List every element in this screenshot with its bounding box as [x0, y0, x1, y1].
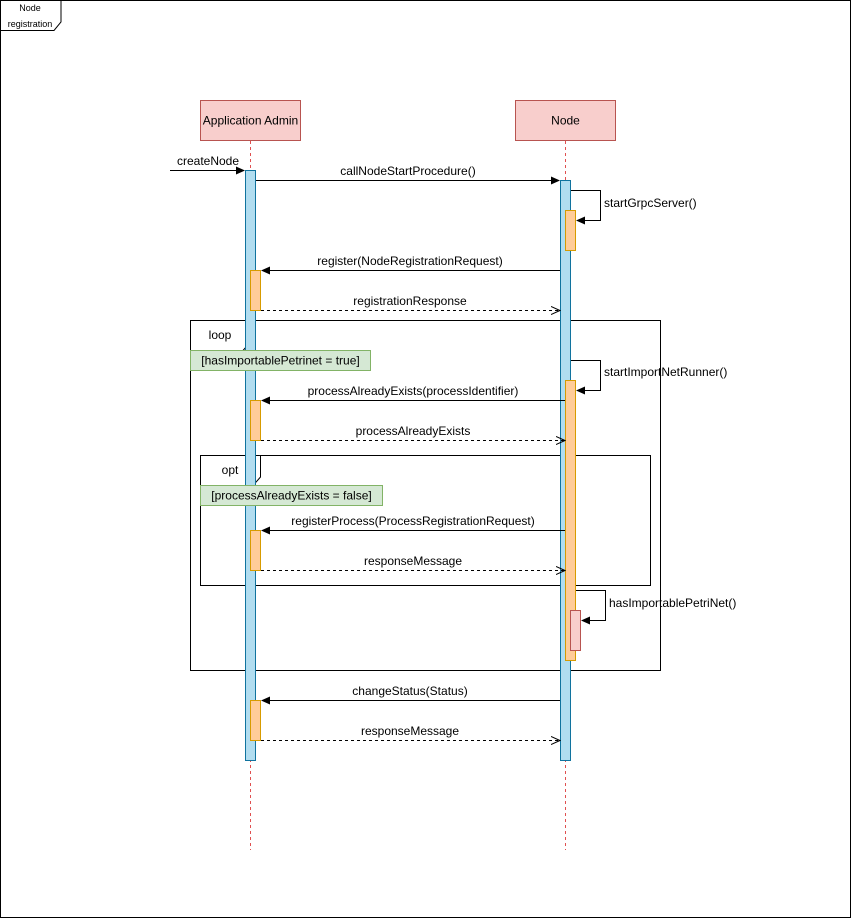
- opt-guard-text: [processAlreadyExists = false]: [211, 489, 371, 503]
- message-has-importable: hasImportablePetriNet(): [576, 590, 736, 625]
- activation-node-has-importable: [570, 610, 581, 651]
- message-label: responseMessage: [361, 724, 459, 738]
- frame-title-line1: Node: [19, 3, 41, 13]
- activation-admin-main: [245, 170, 256, 761]
- message-register-process: registerProcess(ProcessRegistrationReque…: [261, 514, 565, 535]
- opt-operator: opt: [222, 463, 239, 477]
- message-label: changeStatus(Status): [352, 684, 467, 698]
- message-label: responseMessage: [364, 554, 462, 568]
- participant-label: Node: [551, 114, 580, 128]
- message-change-status: changeStatus(Status): [261, 684, 560, 705]
- message-label: registrationResponse: [353, 294, 467, 308]
- message-label: processAlreadyExists(processIdentifier): [308, 384, 519, 398]
- activation-admin-change-status: [250, 700, 261, 741]
- message-label: hasImportablePetriNet(): [609, 596, 736, 610]
- message-response-message-1: responseMessage: [261, 554, 564, 571]
- message-label: startGrpcServer(): [604, 196, 697, 210]
- participant-node: Node: [515, 100, 616, 141]
- activation-admin-register-process: [250, 530, 261, 571]
- message-label: startImportNetRunner(): [604, 365, 727, 379]
- frame-title-line2: registration: [8, 19, 53, 29]
- activation-admin-process-exists: [250, 400, 261, 441]
- loop-operator: loop: [209, 328, 232, 342]
- message-process-exists: processAlreadyExists(processIdentifier): [261, 384, 565, 405]
- message-process-exists-reply: processAlreadyExists: [261, 424, 564, 441]
- message-start-grpc: startGrpcServer(): [571, 190, 697, 225]
- activation-admin-register: [250, 270, 261, 311]
- message-label: callNodeStartProcedure(): [340, 164, 475, 178]
- message-label: register(NodeRegistrationRequest): [317, 254, 502, 268]
- message-label: registerProcess(ProcessRegistrationReque…: [291, 514, 534, 528]
- loop-guard: [hasImportablePetrinet = true]: [190, 350, 371, 371]
- message-start-import: startImportNetRunner(): [571, 360, 727, 395]
- message-register: register(NodeRegistrationRequest): [261, 254, 560, 275]
- participant-application-admin: Application Admin: [200, 100, 301, 141]
- participant-label: Application Admin: [203, 114, 298, 128]
- message-create-node: createNode: [170, 154, 245, 175]
- message-registration-response: registrationResponse: [261, 294, 559, 311]
- opt-guard: [processAlreadyExists = false]: [200, 485, 383, 506]
- activation-node-grpc: [565, 210, 576, 251]
- message-response-message-2: responseMessage: [261, 724, 559, 741]
- message-call-start: callNodeStartProcedure(): [256, 164, 560, 185]
- message-label: createNode: [177, 154, 239, 168]
- loop-guard-text: [hasImportablePetrinet = true]: [201, 354, 359, 368]
- activation-node-import-runner: [565, 380, 576, 661]
- message-label: processAlreadyExists: [356, 424, 471, 438]
